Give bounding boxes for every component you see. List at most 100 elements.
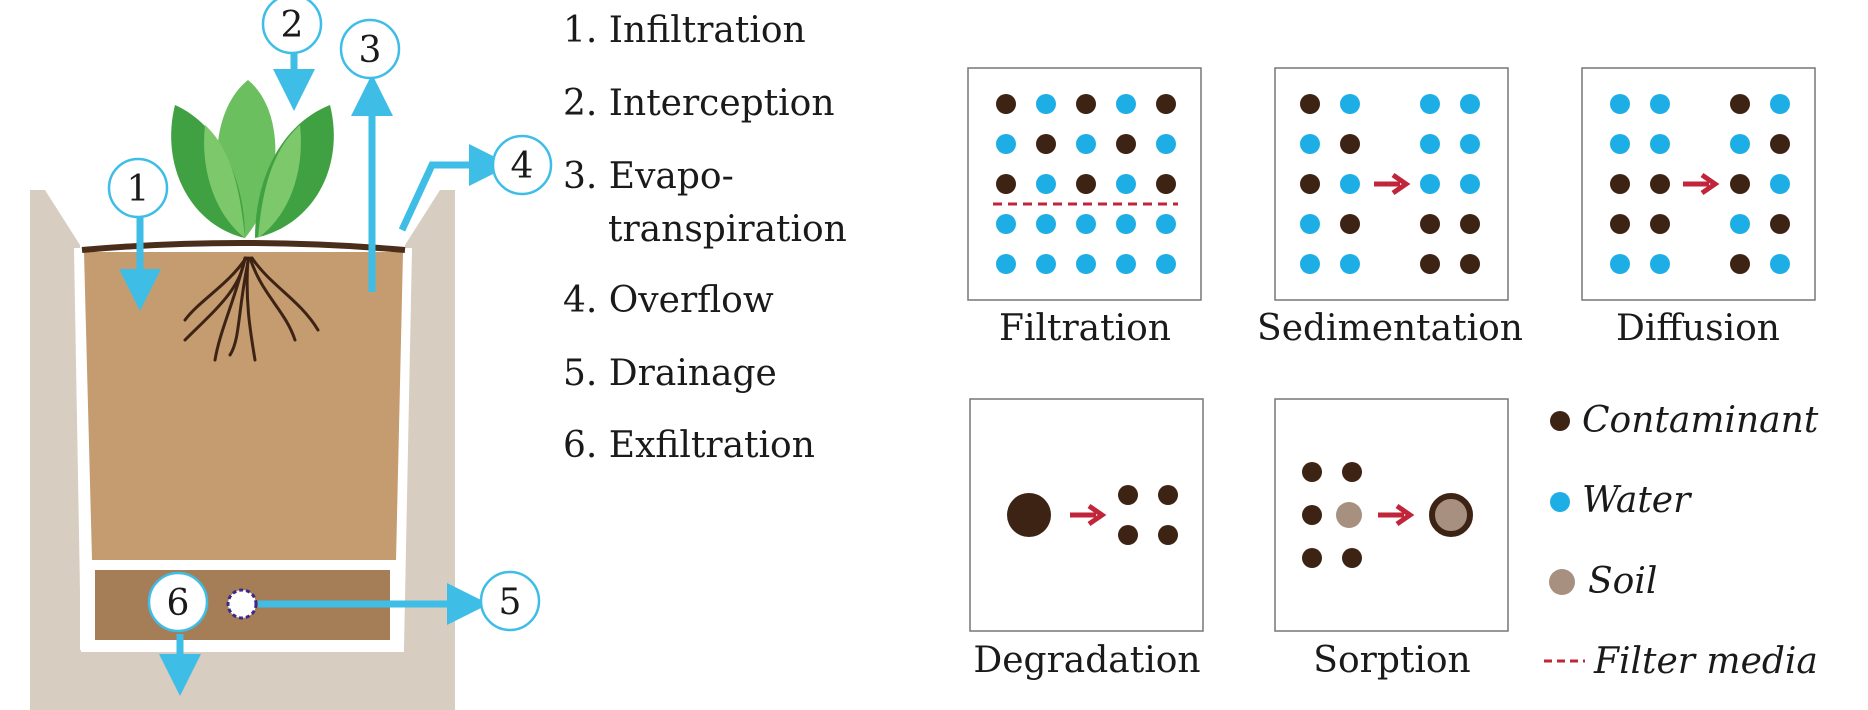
water-dot [1036,94,1056,114]
process-infiltration: 1. Infiltration [563,10,806,51]
planter-wall [74,247,412,652]
contaminant-dot [1036,134,1056,154]
badges: 1 2 3 4 5 6 [107,0,553,633]
water-dot [1036,254,1056,274]
contaminant-dot [1770,214,1790,234]
contaminant-dot [1730,254,1750,274]
caption-sorption: Sorption [1313,640,1470,681]
contaminant-dot [1076,174,1096,194]
badge-5: 5 [479,570,541,632]
contaminant-dot [1118,485,1138,505]
contaminant-dot [1340,134,1360,154]
badge-3: 3 [339,18,401,80]
contaminant-dot [996,174,1016,194]
water-dot [1340,174,1360,194]
key: Contaminant Water Soil Filter media [1544,400,1819,682]
contaminant-dot [1650,214,1670,234]
process-drainage: 5. Drainage [563,353,777,394]
water-dot [1340,254,1360,274]
water-dot [1770,254,1790,274]
water-dot [1460,134,1480,154]
water-dot [1156,214,1176,234]
svg-text:Soil: Soil [1588,561,1657,602]
large-contaminant-dot [1007,493,1051,537]
contaminant-dot [1116,134,1136,154]
water-dot [1116,254,1136,274]
trench-ground [30,190,455,710]
contaminant-dot [1118,525,1138,545]
contaminant-dot [1420,254,1440,274]
process-overflow: 4. Overflow [563,280,774,321]
svg-text:Contaminant: Contaminant [1582,400,1819,441]
contaminant-dot [1302,548,1322,568]
contaminant-dot [1156,174,1176,194]
plant-roots [183,256,320,362]
contaminant-dot [1076,94,1096,114]
badge-1: 1 [107,157,169,219]
water-dot [1460,94,1480,114]
badge-6: 6 [147,571,209,633]
planter-illustration: 1 2 3 4 5 6 [30,0,553,710]
water-dot [1650,94,1670,114]
water-dot [1610,94,1630,114]
contaminant-dot [1610,214,1630,234]
contaminant-dot [1300,94,1320,114]
contaminant-dot [1610,174,1630,194]
contaminant-dot [1650,174,1670,194]
contaminant-dot [1156,94,1176,114]
contaminant-dot [1342,462,1362,482]
water-dot [1770,174,1790,194]
water-dot [1116,94,1136,114]
contaminant-dot [1302,462,1322,482]
contaminant-dot [1158,525,1178,545]
water-dot [1116,214,1136,234]
svg-text:2: 2 [281,5,304,46]
water-dot [1730,214,1750,234]
process-exfiltration: 6. Exfiltration [563,425,815,466]
contaminant-dot-icon [1550,411,1570,431]
contaminant-dot [996,94,1016,114]
svg-text:6: 6 [167,583,190,624]
badge-2: 2 [261,0,323,55]
water-dot [1340,94,1360,114]
red-arrow-icon [1683,172,1720,196]
panel-degradation: Degradation [969,398,1204,681]
overflow-arrow [398,144,511,232]
water-dot [996,254,1016,274]
water-dot [1420,134,1440,154]
water-dot [1036,174,1056,194]
water-dot [1610,134,1630,154]
water-dot [1460,174,1480,194]
process-list: 1. Infiltration 2. Interception 3. Evapo… [563,10,847,466]
water-dot [1650,254,1670,274]
water-dot [1730,134,1750,154]
water-dot [1300,134,1320,154]
water-dot [1076,254,1096,274]
red-arrow-icon [1378,503,1415,527]
water-dot [1420,94,1440,114]
ground-surface [81,240,406,253]
contaminant-dot [1340,214,1360,234]
water-dot [1076,214,1096,234]
sedimentation-particles [1300,94,1480,274]
water-dot [996,214,1016,234]
badge-4: 4 [491,134,553,196]
soil-dot-icon [1549,569,1575,595]
water-dot [1770,94,1790,114]
svg-text:1: 1 [127,169,150,210]
soil-particle [1336,502,1362,528]
water-dot [1156,134,1176,154]
drain-pipe [226,588,258,620]
water-dot [1300,254,1320,274]
caption-degradation: Degradation [973,640,1200,681]
svg-text:4: 4 [511,146,534,187]
svg-text:5: 5 [499,582,522,623]
contaminant-dot [1158,485,1178,505]
key-filter-media: Filter media [1544,641,1818,682]
contaminant-dot [1460,254,1480,274]
red-arrow-icon [1374,172,1411,196]
contaminant-dot [1342,548,1362,568]
planter-soil [84,252,403,560]
diffusion-particles [1610,94,1790,274]
